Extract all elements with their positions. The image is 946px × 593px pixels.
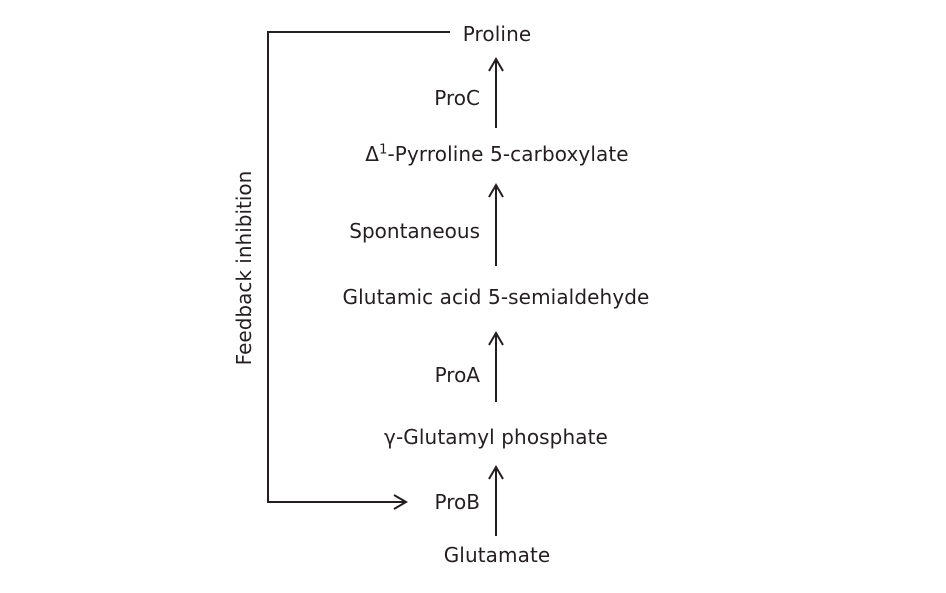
delta-symbol: Δ bbox=[365, 142, 380, 166]
pyrroline-name: -Pyrroline 5-carboxylate bbox=[387, 142, 629, 166]
superscript-one: 1 bbox=[379, 142, 388, 158]
pyrroline-5-carboxylate-label: Δ1-Pyrroline 5-carboxylate bbox=[365, 142, 628, 166]
arrow-gsa-to-p5c bbox=[488, 183, 504, 266]
arrow-glutamate-to-gp bbox=[488, 465, 504, 536]
proline-label: Proline bbox=[462, 22, 532, 46]
enzyme-proc-label: ProC bbox=[434, 86, 480, 110]
enzyme-prob-label: ProB bbox=[434, 490, 480, 514]
glutamate-label: Glutamate bbox=[443, 543, 551, 567]
glutamyl-phosphate-label: γ-Glutamyl phosphate bbox=[384, 425, 608, 449]
step-spontaneous-label: Spontaneous bbox=[349, 219, 480, 243]
arrow-gp-to-gsa bbox=[488, 331, 504, 402]
feedback-inhibition-loop bbox=[267, 31, 450, 510]
enzyme-proa-label: ProA bbox=[434, 363, 480, 387]
feedback-inhibition-label: Feedback inhibition bbox=[232, 170, 256, 366]
glutamic-acid-semialdehyde-label: Glutamic acid 5-semialdehyde bbox=[342, 285, 650, 309]
arrow-p5c-to-proline bbox=[488, 57, 504, 128]
